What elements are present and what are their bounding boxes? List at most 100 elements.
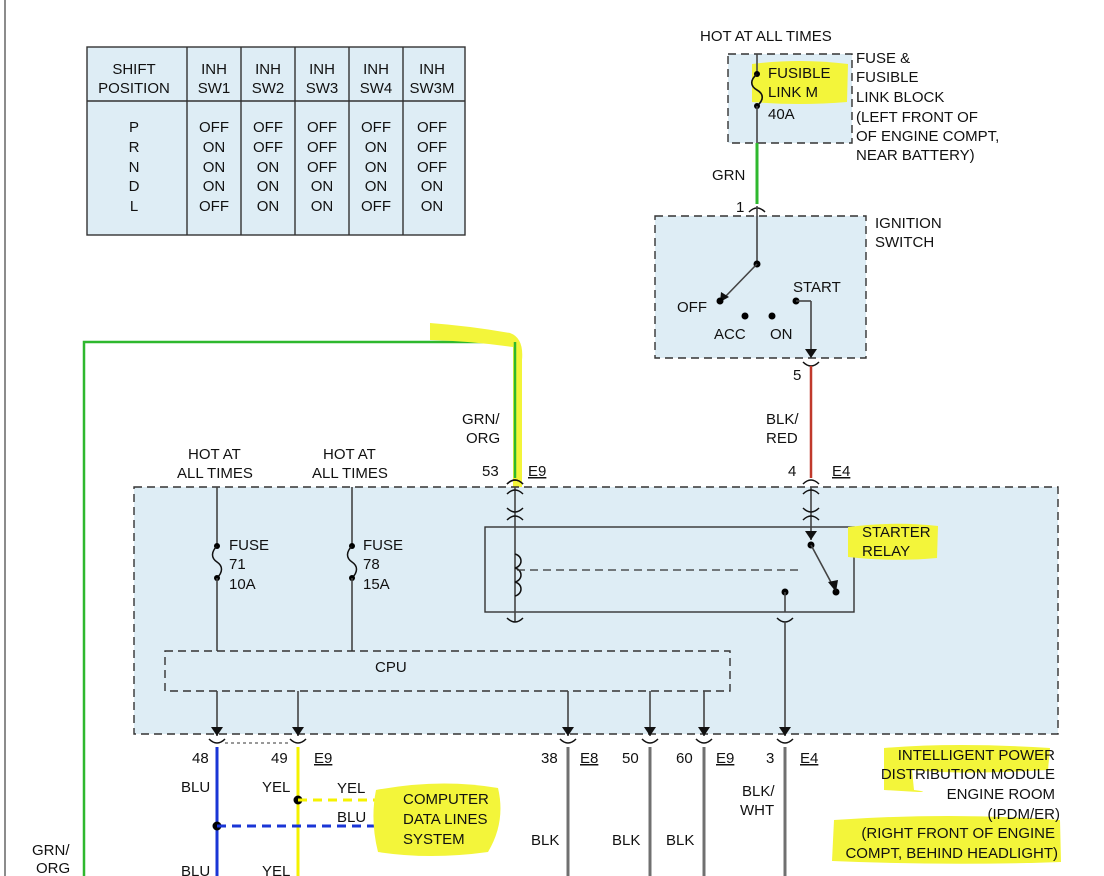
- data-lines-label-1: COMPUTER: [403, 791, 489, 808]
- table-cell: OFF: [417, 139, 447, 156]
- table-cell: ON: [311, 178, 334, 195]
- table-position-p: P: [129, 119, 139, 136]
- fuse-symbol-icon: [750, 73, 764, 107]
- left-grn-org-label-1: GRN/: [32, 842, 70, 859]
- hot-label-1b: ALL TIMES: [177, 465, 253, 482]
- fuse-block-label-2: FUSIBLE: [856, 69, 919, 86]
- fusible-link-name-1: FUSIBLE: [768, 65, 831, 82]
- hot-label-2b: ALL TIMES: [312, 465, 388, 482]
- connector-4: 4: [788, 463, 796, 480]
- blk-wht-label-2: WHT: [740, 802, 774, 819]
- table-cell: ON: [421, 178, 444, 195]
- ignition-label-1: IGNITION: [875, 215, 942, 232]
- table-cell: OFF: [307, 139, 337, 156]
- table-cell: OFF: [417, 159, 447, 176]
- table-header-sw3m-2: SW3M: [410, 80, 455, 97]
- data-lines-label-3: SYSTEM: [403, 831, 465, 848]
- table-cell: OFF: [417, 119, 447, 136]
- table-cell: OFF: [361, 198, 391, 215]
- table-header-sw1-2: SW1: [198, 80, 231, 97]
- starter-relay-label-1: STARTER: [862, 524, 931, 541]
- connector-3: 3: [766, 750, 774, 767]
- blk-label-60: BLK: [666, 832, 694, 849]
- table-cell: OFF: [199, 198, 229, 215]
- ignition-pin-5: 5: [793, 367, 801, 384]
- shift-position-table: SHIFT POSITION INH SW1 INH SW2 INH SW3 I…: [86, 46, 466, 236]
- table-cell: ON: [257, 159, 280, 176]
- table-cell: ON: [365, 178, 388, 195]
- fuse-link-block: HOT AT ALL TIMES FUSIBLE LINK M 40A FUSE…: [700, 28, 999, 164]
- fuse-78-label-1: FUSE: [363, 537, 403, 554]
- fuse-block-label-6: NEAR BATTERY): [856, 147, 975, 164]
- table-header-sw3-2: SW3: [306, 80, 339, 97]
- connector-e8: E8: [580, 750, 598, 767]
- blk-label-38: BLK: [531, 832, 559, 849]
- left-grn-org-wire: [82, 340, 515, 876]
- relay-coil-icon: [514, 553, 522, 597]
- table-header-shift-1: SHIFT: [112, 61, 155, 78]
- table-cell: ON: [257, 198, 280, 215]
- connector-53: 53: [482, 463, 499, 480]
- fuse-block-label-1: FUSE &: [856, 50, 910, 67]
- ipdm-label-5: (RIGHT FRONT OF ENGINE: [861, 825, 1055, 842]
- ignition-off: OFF: [677, 299, 707, 316]
- table-header-sw3m-1: INH: [419, 61, 445, 78]
- table-position-n: N: [129, 159, 140, 176]
- table-position-l: L: [130, 198, 138, 215]
- table-cell: OFF: [199, 119, 229, 136]
- connector-60: 60: [676, 750, 693, 767]
- ipdm-label-1: INTELLIGENT POWER: [898, 747, 1055, 764]
- fusible-link-rating: 40A: [768, 106, 795, 123]
- ipdm-highlight-2: [832, 816, 1061, 864]
- ipdm-label-2: DISTRIBUTION MODULE: [881, 766, 1055, 783]
- fuse-78-label-3: 15A: [363, 576, 390, 593]
- table-header-sw4-1: INH: [363, 61, 389, 78]
- table-header-sw3-1: INH: [309, 61, 335, 78]
- ignition-on: ON: [770, 326, 793, 343]
- ignition-pin-1: 1: [736, 199, 744, 216]
- ipdm-highlight-1: [884, 745, 1050, 792]
- table-cell: OFF: [307, 159, 337, 176]
- data-lines-label-2: DATA LINES: [403, 811, 487, 828]
- fuse-71-label-1: FUSE: [229, 537, 269, 554]
- connector-e4-top: E4: [832, 463, 850, 480]
- fuse-71-label-3: 10A: [229, 576, 256, 593]
- table-cell: OFF: [307, 119, 337, 136]
- table-cell: OFF: [361, 119, 391, 136]
- starter-relay-label-2: RELAY: [862, 543, 910, 560]
- data-line-yel-label: YEL: [337, 780, 365, 797]
- ignition-acc: ACC: [714, 326, 746, 343]
- table-header-sw1-1: INH: [201, 61, 227, 78]
- left-grn-org-label-2: ORG: [36, 860, 70, 876]
- table-cell: ON: [203, 139, 226, 156]
- blk-wht-label-1: BLK/: [742, 783, 775, 800]
- connector-e9-top: E9: [528, 463, 546, 480]
- ipdm-er-module: 53 E9 4 E4 HOT AT ALL TIMES HOT AT ALL T…: [133, 446, 1059, 736]
- fusible-link-highlight: [752, 61, 848, 104]
- fuse-71-icon: [211, 545, 223, 579]
- connector-38: 38: [541, 750, 558, 767]
- blk-red-label-1: BLK/: [766, 411, 799, 428]
- grn-org-label-2: ORG: [466, 430, 500, 447]
- connector-e9-bottom-2: E9: [716, 750, 734, 767]
- blk-red-label-2: RED: [766, 430, 798, 447]
- table-cell: OFF: [253, 139, 283, 156]
- ignition-switch: 1 OFF ACC ON START IGNITION SWITCH 5: [654, 199, 942, 384]
- grn-wire-label: GRN: [712, 167, 745, 184]
- table-cell: ON: [311, 198, 334, 215]
- data-line-blu-label: BLU: [337, 809, 366, 826]
- hot-label-2a: HOT AT: [323, 446, 376, 463]
- table-cell: ON: [365, 139, 388, 156]
- table-cell: ON: [257, 178, 280, 195]
- table-cell: ON: [203, 159, 226, 176]
- table-cell: ON: [203, 178, 226, 195]
- table-header-sw2-2: SW2: [252, 80, 285, 97]
- connector-e9-bottom-1: E9: [314, 750, 332, 767]
- connector-50: 50: [622, 750, 639, 767]
- ignition-start: START: [793, 279, 841, 296]
- blk-label-50: BLK: [612, 832, 640, 849]
- fusible-link-name-2: LINK M: [768, 84, 818, 101]
- hot-label-1a: HOT AT: [188, 446, 241, 463]
- yel-label: YEL: [262, 779, 290, 796]
